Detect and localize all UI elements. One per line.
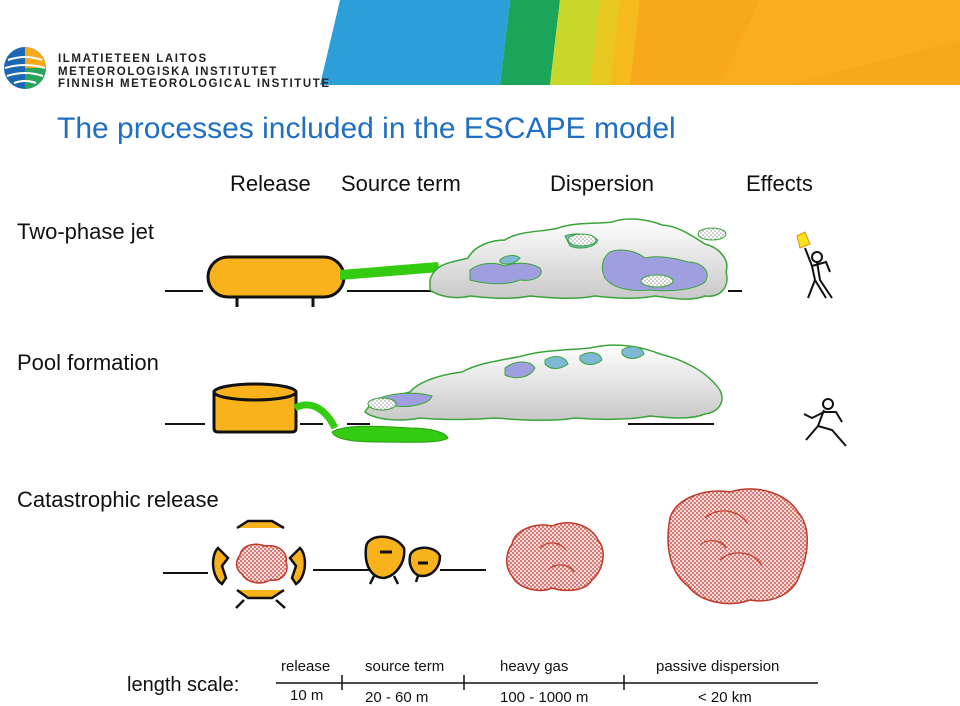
column-header-source-term: Source term [341, 171, 461, 196]
scale-stage-source-term: source term [365, 658, 445, 675]
two-phase-jet-row [165, 218, 833, 307]
column-header-dispersion: Dispersion [550, 171, 654, 196]
horizontal-tank-icon [206, 255, 346, 307]
length-scale-axis [276, 675, 818, 690]
cylindrical-tank-icon [212, 382, 298, 434]
scale-range-source-term: 20 - 60 m [365, 689, 429, 706]
scale-stage-release: release [281, 658, 331, 675]
logo-line-2: METEOROLOGISKA INSTITUTET [58, 65, 278, 78]
tank-fragments-icon [364, 535, 442, 585]
column-header-release: Release [230, 171, 311, 196]
scale-range-release: 10 m [290, 687, 324, 704]
person-with-torch-icon [796, 231, 833, 299]
gas-cloud-icon [429, 218, 728, 300]
logo-text: ILMATIETEEN LAITOS METEOROLOGISKA INSTIT… [58, 53, 331, 91]
row-label-pool-formation: Pool formation [17, 350, 159, 375]
catastrophic-release-row [163, 488, 808, 609]
red-cloud-icon [667, 488, 808, 605]
fmi-globe-logo-icon [2, 44, 48, 92]
exploding-tank-icon [211, 519, 307, 609]
scale-range-passive-dispersion: < 20 km [698, 689, 752, 706]
two-phase-jet [340, 262, 440, 280]
logo-line-1: ILMATIETEEN LAITOS [58, 53, 208, 65]
running-person-icon [803, 398, 847, 447]
logo-line-3: FINNISH METEOROLOGICAL INSTITUTE [58, 78, 331, 90]
banner-green-band [500, 0, 560, 85]
liquid-jet [293, 401, 339, 430]
scale-range-heavy-gas: 100 - 1000 m [500, 689, 589, 706]
scale-stage-passive-dispersion: passive dispersion [656, 658, 780, 675]
scale-stage-heavy-gas: heavy gas [500, 658, 569, 675]
row-label-two-phase-jet: Two-phase jet [17, 219, 154, 244]
length-scale-label: length scale: [127, 674, 240, 696]
column-header-effects: Effects [746, 171, 813, 196]
liquid-pool [331, 425, 449, 443]
banner-blue-band [320, 0, 510, 85]
red-cloud-icon [506, 522, 604, 592]
row-label-catastrophic-release: Catastrophic release [17, 487, 219, 512]
page-title: The processes included in the ESCAPE mod… [57, 112, 676, 145]
pool-formation-row [165, 344, 847, 447]
gas-cloud-icon [364, 344, 723, 422]
